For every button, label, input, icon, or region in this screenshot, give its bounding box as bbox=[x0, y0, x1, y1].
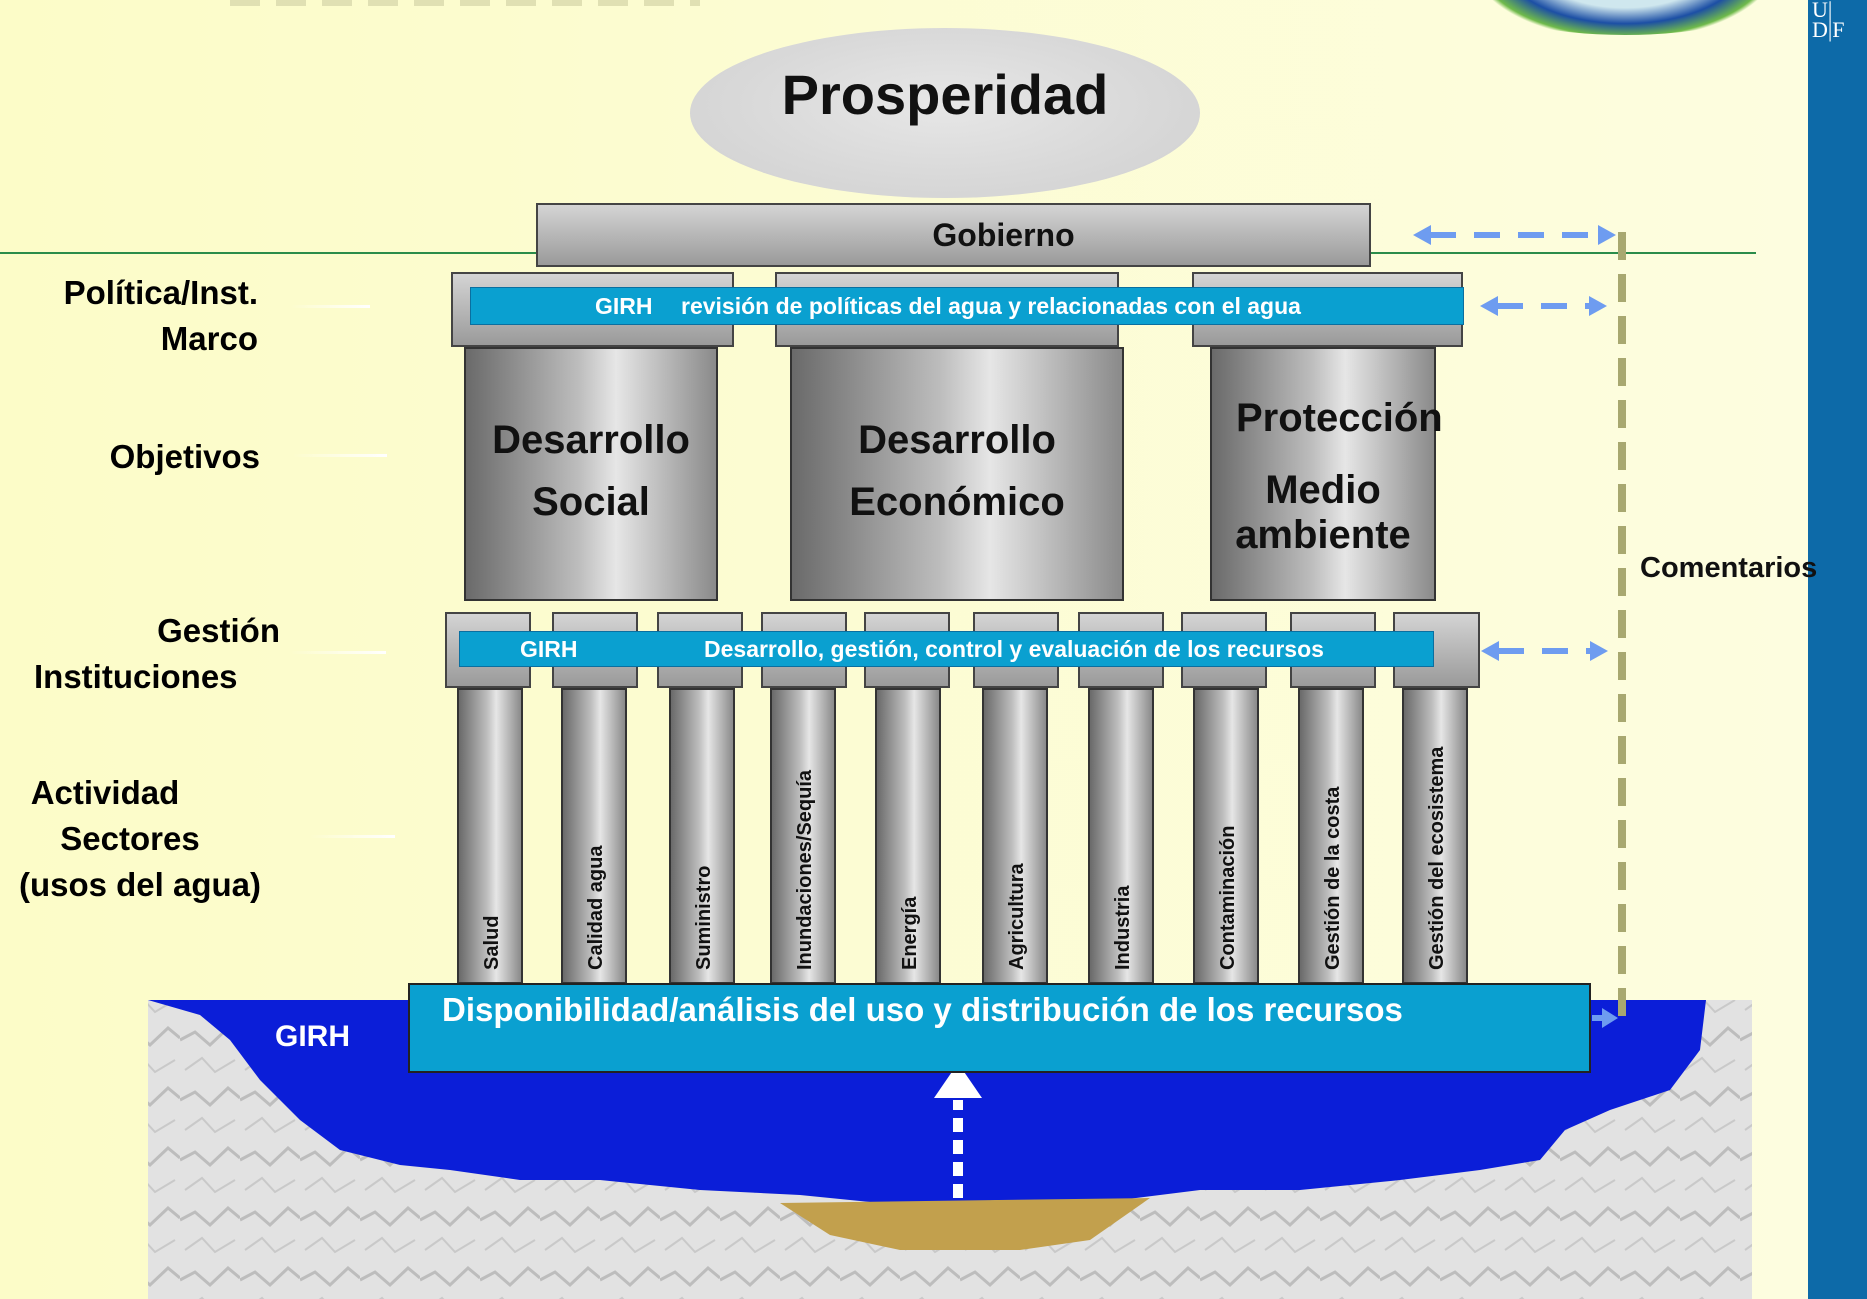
arrow-left-head bbox=[1481, 641, 1499, 661]
sector-column: Agricultura bbox=[982, 688, 1048, 984]
government-label: Gobierno bbox=[932, 217, 1075, 253]
prosperity-title: Prosperidad bbox=[781, 63, 1109, 126]
sector-column: Industria bbox=[1088, 688, 1154, 984]
feedback-arrow-gobierno bbox=[1430, 232, 1598, 238]
label-actividad: Actividad Sectores (usos del agua) bbox=[18, 774, 262, 903]
pointer-arrow bbox=[290, 305, 370, 308]
arrow-right-head bbox=[1602, 1008, 1618, 1028]
prosperity-cloud bbox=[690, 28, 1200, 198]
sector-column: Gestión del ecosistema bbox=[1402, 688, 1468, 984]
water-tag: GIRH bbox=[275, 1020, 350, 1053]
title-fragment bbox=[230, 0, 700, 6]
sector-column: Inundaciones/Sequía bbox=[770, 688, 836, 984]
management-tag: GIRH bbox=[520, 636, 578, 662]
base-bar-text: Disponibilidad/análisis del uso y distri… bbox=[442, 991, 1403, 1028]
right-side-bar bbox=[1808, 0, 1867, 1299]
pointer-arrow bbox=[292, 454, 387, 457]
label-objetivos: Objetivos bbox=[109, 438, 260, 475]
pillar-social: Desarrollo Social bbox=[464, 347, 718, 601]
sector-column: Salud bbox=[457, 688, 523, 984]
sector-column: Calidad agua bbox=[561, 688, 627, 984]
pointer-arrow bbox=[290, 651, 386, 654]
government-beam: Gobierno bbox=[536, 203, 1371, 267]
feedback-vertical-line bbox=[1618, 232, 1626, 1022]
policy-bar: GIRH revisión de políticas del agua y re… bbox=[470, 287, 1464, 325]
feedback-label: Comentarios bbox=[1640, 552, 1818, 584]
policy-tag: GIRH bbox=[595, 293, 653, 319]
pointer-arrow bbox=[310, 835, 395, 838]
pillar-economico: Desarrollo Económico bbox=[790, 347, 1124, 601]
up-arrow-head bbox=[934, 1063, 982, 1098]
label-politica: Política/Inst. Marco bbox=[63, 274, 258, 357]
sector-column: Energía bbox=[875, 688, 941, 984]
feedback-arrow-policy bbox=[1497, 303, 1589, 309]
arrow-right-head bbox=[1598, 225, 1616, 245]
logo-letters: U| D|F bbox=[1812, 0, 1845, 42]
sector-column: Suministro bbox=[669, 688, 735, 984]
sector-column: Contaminación bbox=[1193, 688, 1259, 984]
sediment bbox=[780, 1198, 1150, 1250]
arrow-right-head bbox=[1590, 641, 1608, 661]
policy-text: revisión de políticas del agua y relacio… bbox=[681, 293, 1301, 319]
label-gestion: Gestión Instituciones bbox=[34, 612, 280, 695]
arrow-right-head bbox=[1589, 296, 1607, 316]
arrow-left-head bbox=[1413, 225, 1431, 245]
feedback-arrow-base bbox=[1592, 1015, 1602, 1021]
sector-column: Gestión de la costa bbox=[1298, 688, 1364, 984]
base-bar: Disponibilidad/análisis del uso y distri… bbox=[408, 983, 1591, 1073]
pillar-medioambiente: Protección Medio ambiente bbox=[1210, 347, 1443, 601]
management-text: Desarrollo, gestión, control y evaluació… bbox=[704, 636, 1324, 662]
arrow-left-head bbox=[1480, 296, 1498, 316]
feedback-arrow-management bbox=[1498, 648, 1590, 654]
management-bar: GIRH Desarrollo, gestión, control y eval… bbox=[459, 631, 1434, 667]
